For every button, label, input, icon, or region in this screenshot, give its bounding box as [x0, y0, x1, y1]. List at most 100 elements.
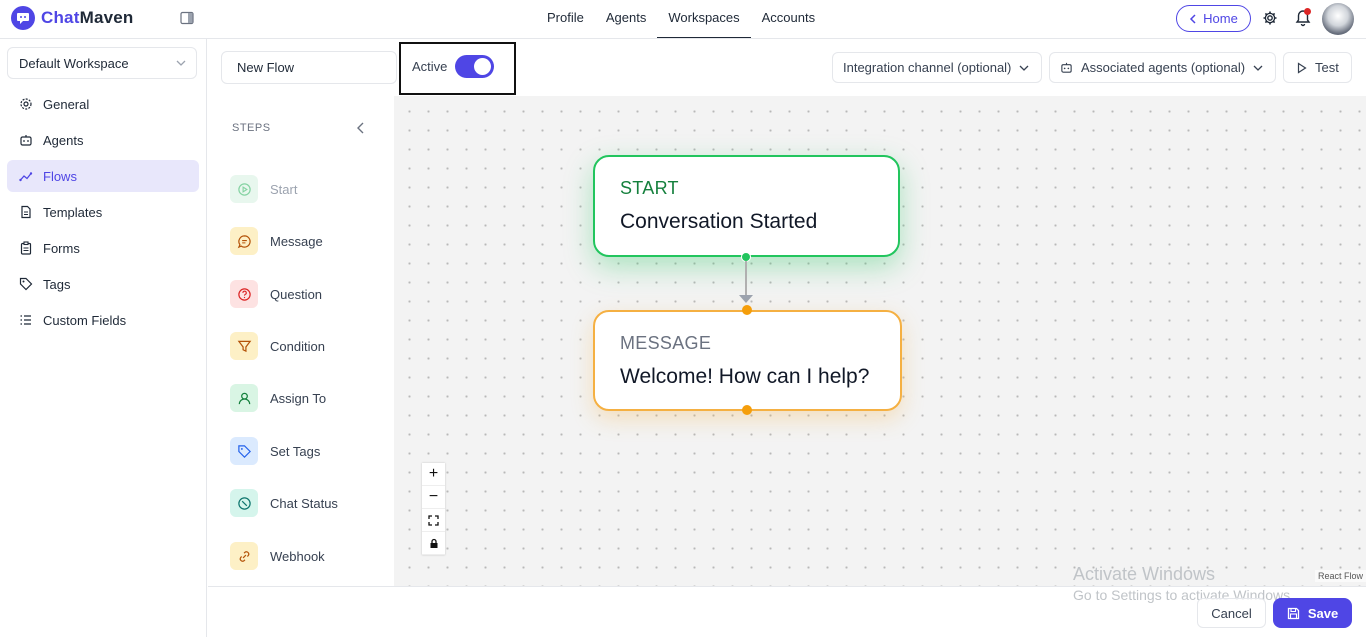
top-nav: Profile Agents Workspaces Accounts — [536, 0, 826, 38]
sidebar-item-label: Forms — [43, 240, 80, 256]
flow-canvas[interactable]: START Conversation Started MESSAGE Welco… — [394, 96, 1366, 586]
play-icon — [230, 175, 258, 203]
sidebar-item-custom-fields[interactable]: Custom Fields — [7, 304, 199, 336]
steps-panel: STEPS Start Message Question Condition A… — [208, 96, 394, 586]
app-logo[interactable]: ChatMaven — [11, 6, 134, 30]
step-label: Chat Status — [270, 495, 338, 511]
sidebar-item-tags[interactable]: Tags — [7, 268, 199, 300]
sidebar-item-label: Flows — [43, 168, 77, 184]
edge-arrowhead — [739, 295, 753, 303]
flow-node-start[interactable]: START Conversation Started — [593, 155, 900, 257]
steps-title: STEPS — [232, 122, 271, 134]
chat-bubble-icon — [11, 6, 35, 30]
sidebar-item-forms[interactable]: Forms — [7, 232, 199, 264]
sidebar-item-label: Agents — [43, 132, 84, 148]
tag-icon — [230, 437, 258, 465]
test-label: Test — [1315, 60, 1339, 75]
step-assign-to[interactable]: Assign To — [230, 384, 326, 412]
step-label: Message — [270, 233, 323, 249]
nav-profile[interactable]: Profile — [547, 10, 584, 25]
chevron-down-icon — [1019, 65, 1029, 71]
floppy-save-icon — [1287, 607, 1299, 619]
step-message[interactable]: Message — [230, 227, 323, 255]
node-type-label: START — [620, 178, 679, 198]
save-label: Save — [1307, 605, 1339, 621]
home-label: Home — [1203, 11, 1238, 26]
windows-watermark-title: Activate Windows — [1073, 564, 1216, 584]
notification-dot — [1304, 8, 1311, 15]
associated-agents-label: Associated agents (optional) — [1081, 60, 1246, 75]
integration-channel-select[interactable]: Integration channel (optional) — [832, 52, 1042, 83]
step-label: Question — [270, 286, 323, 302]
sidebar-item-flows[interactable]: Flows — [7, 160, 199, 192]
question-icon — [230, 280, 258, 308]
fit-view-button[interactable] — [422, 509, 445, 532]
footer-bar — [208, 586, 1366, 637]
tag-icon — [19, 277, 33, 291]
toggle-knob — [474, 58, 491, 75]
node-type-label: MESSAGE — [620, 333, 712, 353]
sidebar-item-label: General — [43, 96, 90, 112]
robot-icon — [20, 135, 32, 146]
zoom-in-button[interactable]: + — [422, 463, 445, 486]
nav-workspaces[interactable]: Workspaces — [657, 0, 751, 38]
integration-channel-label: Integration channel (optional) — [843, 60, 1012, 75]
flow-name-input[interactable]: New Flow — [221, 51, 397, 84]
home-button[interactable]: Home — [1176, 5, 1251, 32]
lock-icon — [430, 538, 437, 548]
step-label: Start — [270, 181, 298, 197]
status-icon — [230, 489, 258, 517]
associated-agents-select[interactable]: Associated agents (optional) — [1049, 52, 1276, 83]
user-avatar[interactable] — [1322, 3, 1354, 35]
flow-node-message[interactable]: MESSAGE Welcome! How can I help? — [593, 310, 902, 411]
step-start[interactable]: Start — [230, 175, 297, 203]
step-set-tags[interactable]: Set Tags — [230, 437, 320, 465]
node-text: Conversation Started — [620, 210, 818, 233]
save-button[interactable]: Save — [1273, 598, 1352, 628]
sidebar-item-agents[interactable]: Agents — [7, 124, 199, 156]
sidebar-item-label: Templates — [43, 204, 103, 220]
chevron-down-icon — [176, 60, 186, 66]
cancel-button[interactable]: Cancel — [1197, 598, 1266, 628]
chevron-down-icon — [1253, 65, 1263, 71]
active-toggle[interactable] — [455, 55, 494, 78]
zoom-out-button[interactable]: − — [422, 486, 445, 509]
chevron-left-icon — [1190, 13, 1196, 24]
react-flow-attribution[interactable]: React Flow — [1314, 570, 1366, 582]
top-bar: ChatMaven Profile Agents Workspaces Acco… — [0, 0, 1366, 39]
sidebar-toggle-icon[interactable] — [180, 11, 194, 25]
workspace-select[interactable]: Default Workspace — [7, 47, 197, 79]
clipboard-icon — [20, 241, 32, 255]
sidebar-item-label: Custom Fields — [43, 312, 127, 328]
flow-icon — [19, 172, 33, 182]
node-text: Welcome! How can I help? — [620, 365, 870, 388]
flow-edge[interactable] — [745, 261, 747, 299]
message-node-input-handle[interactable] — [742, 305, 752, 315]
play-icon — [1297, 61, 1307, 74]
settings-gear-icon[interactable] — [1262, 10, 1278, 26]
workspace-select-value: Default Workspace — [19, 55, 129, 71]
user-icon — [230, 384, 258, 412]
robot-icon — [1061, 62, 1072, 73]
chat-icon — [230, 227, 258, 255]
nav-accounts[interactable]: Accounts — [761, 10, 816, 25]
step-label: Webhook — [270, 548, 325, 564]
step-condition[interactable]: Condition — [230, 332, 325, 360]
step-chat-status[interactable]: Chat Status — [230, 489, 338, 517]
link-icon — [230, 542, 258, 570]
nav-agents[interactable]: Agents — [605, 10, 647, 25]
collapse-steps-chevron-left-icon[interactable] — [356, 121, 366, 135]
step-webhook[interactable]: Webhook — [230, 542, 325, 570]
message-node-output-handle[interactable] — [742, 405, 752, 415]
step-question[interactable]: Question — [230, 280, 322, 308]
app-name: ChatMaven — [41, 8, 134, 27]
zoom-controls: + − — [422, 463, 445, 555]
sidebar-item-general[interactable]: General — [7, 88, 199, 120]
step-label: Set Tags — [270, 443, 321, 459]
sidebar-item-templates[interactable]: Templates — [7, 196, 199, 228]
gear-icon — [20, 98, 32, 110]
sidebar-item-label: Tags — [43, 276, 71, 292]
lock-button[interactable] — [422, 532, 445, 555]
test-button[interactable]: Test — [1283, 52, 1352, 83]
filter-icon — [230, 332, 258, 360]
